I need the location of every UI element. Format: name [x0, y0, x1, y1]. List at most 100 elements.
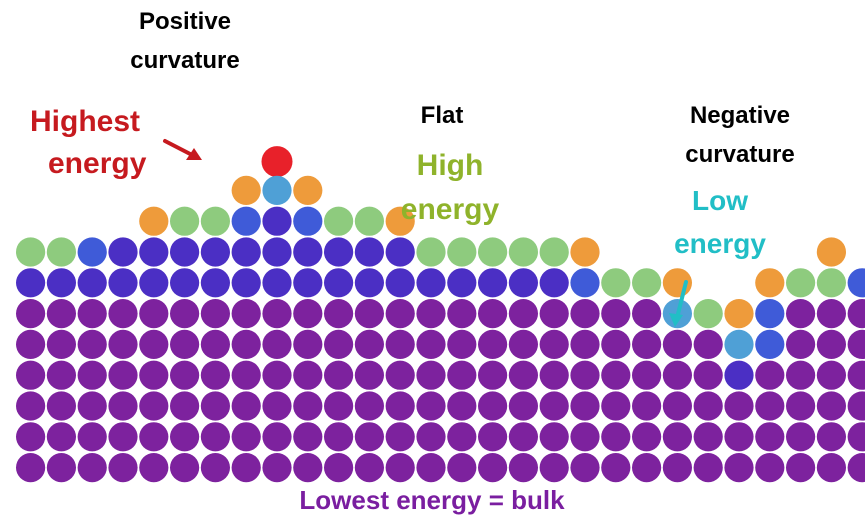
bulk-atom: [108, 422, 138, 452]
indigo-atom: [262, 206, 292, 236]
indigo-atom: [108, 237, 138, 267]
green-atom: [508, 237, 538, 267]
green-atom: [170, 206, 200, 236]
bulk-atom: [478, 329, 508, 359]
bulk-atom: [601, 329, 631, 359]
blue-atom: [293, 206, 323, 236]
bulk-atom: [108, 329, 138, 359]
green-atom: [786, 268, 816, 298]
bulk-atom: [200, 299, 230, 329]
bulk-atom: [231, 299, 261, 329]
bulk-atom: [724, 422, 754, 452]
bulk-atom: [662, 391, 693, 421]
bulk-atom: [601, 360, 631, 390]
indigo-atom: [262, 268, 292, 298]
indigo-atom: [508, 268, 538, 298]
bulk-atom: [539, 453, 569, 483]
bulk-atom: [632, 329, 662, 359]
indigo-atom: [46, 268, 76, 298]
bulk-atom: [385, 453, 415, 483]
bulk-atom: [262, 329, 292, 359]
bulk-atom: [385, 360, 415, 390]
bulk-atom: [447, 299, 477, 329]
bulk-atom: [693, 422, 723, 452]
blue-atom: [755, 299, 785, 329]
negative-curvature-subtitle: curvature: [685, 141, 795, 168]
bulk-atom: [139, 453, 169, 483]
positive-curvature-title: Positive: [138, 8, 232, 35]
bulk-atom: [46, 422, 76, 452]
light-blue-atom: [724, 329, 754, 359]
bulk-atom: [324, 360, 354, 390]
bulk-atom: [139, 360, 169, 390]
bulk-atom: [786, 299, 816, 329]
indigo-atom: [478, 268, 508, 298]
bulk-atom: [508, 329, 538, 359]
bulk-atom: [77, 391, 107, 421]
bulk-atom: [293, 299, 323, 329]
bulk-atom: [77, 360, 107, 390]
orange-atom: [231, 175, 261, 205]
cyan-arrow-icon: [675, 280, 688, 320]
orange-atom: [816, 237, 847, 267]
bulk-atom: [108, 391, 138, 421]
bulk-atom: [847, 391, 865, 421]
bulk-atom: [262, 453, 292, 483]
bulk-atom: [16, 453, 46, 483]
bulk-atom: [46, 391, 76, 421]
blue-atom: [847, 268, 865, 298]
bulk-atom: [139, 329, 169, 359]
bulk-atom: [139, 299, 169, 329]
cyan-arrowhead-icon: [669, 313, 683, 327]
orange-atom: [293, 175, 323, 205]
bulk-atom: [354, 360, 384, 390]
bulk-energy-label: Lowest energy = bulk: [299, 485, 565, 515]
bulk-atom: [478, 453, 508, 483]
bulk-atom: [447, 329, 477, 359]
indigo-atom: [16, 268, 46, 298]
green-atom: [447, 237, 477, 267]
bulk-atom: [416, 422, 446, 452]
negative-curvature-title: Negative: [689, 102, 791, 129]
bulk-atom: [570, 329, 600, 359]
bulk-atom: [77, 422, 107, 452]
bulk-atom: [324, 329, 354, 359]
bulk-atom: [324, 391, 354, 421]
bulk-atom: [139, 391, 169, 421]
bulk-atom: [108, 299, 138, 329]
bulk-atom: [786, 329, 816, 359]
bulk-atom: [354, 299, 384, 329]
indigo-atom: [447, 268, 477, 298]
indigo-atom: [139, 237, 169, 267]
light-blue-atom: [262, 175, 292, 205]
bulk-atom: [447, 422, 477, 452]
indigo-atom: [77, 268, 107, 298]
indigo-atom: [324, 268, 354, 298]
bulk-atom: [293, 391, 323, 421]
red-arrowhead-icon: [186, 148, 202, 160]
bulk-atom: [231, 453, 261, 483]
bulk-atom: [539, 422, 569, 452]
bulk-atom: [16, 422, 46, 452]
bulk-atom: [539, 360, 569, 390]
bulk-atom: [447, 453, 477, 483]
bulk-atom: [200, 453, 230, 483]
bulk-atom: [570, 422, 600, 452]
bulk-atom: [416, 391, 446, 421]
bulk-atom: [262, 299, 292, 329]
bulk-atom: [200, 360, 230, 390]
bulk-atom: [170, 453, 200, 483]
blue-atom: [77, 237, 107, 267]
bulk-atom: [755, 391, 785, 421]
indigo-atom: [170, 237, 200, 267]
indigo-atom: [385, 237, 415, 267]
high-energy-label-line2: energy: [400, 193, 500, 226]
bulk-atom: [354, 329, 384, 359]
green-atom: [693, 299, 723, 329]
bulk-atom: [170, 329, 200, 359]
bulk-atom: [847, 453, 865, 483]
indigo-atom: [200, 268, 230, 298]
green-atom: [816, 268, 847, 298]
bulk-atom: [262, 391, 292, 421]
bulk-atom: [693, 360, 723, 390]
